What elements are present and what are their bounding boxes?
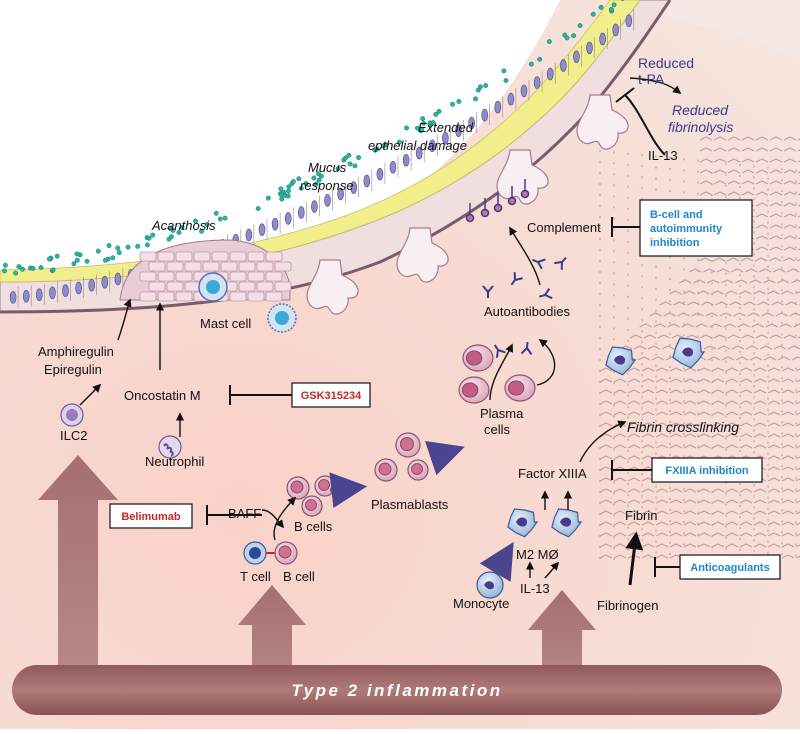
fibrin-arrow [625, 531, 644, 586]
label-tpa-2: t-PA [638, 71, 665, 87]
lumen-area [0, 0, 800, 278]
basement-membrane [0, 0, 672, 314]
bacteria [2, 0, 625, 276]
label-b-cells: B cells [294, 519, 333, 534]
label-il13-top: IL-13 [648, 148, 678, 163]
mast-cell-top [198, 272, 228, 302]
type2-banner [12, 665, 782, 715]
label-ilc2: ILC2 [60, 428, 87, 443]
differentiation-arrows [329, 441, 514, 582]
drug-anticoagulants: Anticoagulants [690, 562, 769, 574]
label-factor-xiiia: Factor XIIIA [518, 466, 587, 481]
label-fibrinolysis-1: Reduced [672, 102, 729, 118]
label-m2: M2 MØ [516, 547, 559, 562]
label-oncostatin: Oncostatin M [124, 388, 201, 403]
drug-box-anticoagulants: Anticoagulants [679, 554, 781, 580]
label-monocyte: Monocyte [453, 596, 509, 611]
pathway-arrows [79, 77, 682, 579]
label-neutrophil: Neutrophil [145, 454, 204, 469]
mast-cell [267, 303, 297, 333]
label-fibrinolysis-2: fibrinolysis [668, 119, 733, 135]
drug-belimumab: Belimumab [121, 511, 181, 523]
label-mucus-1: Mucus [308, 160, 347, 175]
label-baff: BAFF [228, 506, 261, 521]
label-fibrin-crosslinking: Fibrin crosslinking [627, 419, 739, 435]
glands [306, 94, 629, 315]
label-t-cell: T cell [240, 569, 271, 584]
inhibition-lines [206, 87, 680, 577]
label-plasma-1: Plasma [480, 406, 524, 421]
drug-bcell-1: B-cell and [650, 209, 703, 221]
label-mucus-2: response [300, 178, 353, 193]
label-tpa-1: Reduced [638, 55, 694, 71]
label-acanthosis: Acanthosis [151, 218, 216, 233]
label-mast-cell: Mast cell [200, 316, 251, 331]
label-epi-1: Extended [418, 120, 474, 135]
mucus-layer [0, 0, 641, 283]
drug-fxiiia: FXIIIA inhibition [665, 465, 749, 477]
big-arrow-left [38, 455, 118, 700]
label-fibrin: Fibrin [625, 508, 658, 523]
drug-box-fxiiia: FXIIIA inhibition [651, 457, 763, 483]
label-b-cell: B cell [283, 569, 315, 584]
autoantibodies-group [482, 256, 567, 358]
label-plasmablasts: Plasmablasts [371, 497, 449, 512]
label-complement: Complement [527, 220, 601, 235]
drug-gsk: GSK315234 [301, 390, 362, 402]
drug-box-gsk: GSK315234 [291, 382, 371, 408]
macrophages [507, 337, 706, 538]
drug-box-bcell-inhibition: B-cell and autoimmunity inhibition [639, 199, 753, 257]
label-epi-2: epthelial damage [368, 138, 467, 153]
drug-bcell-3: inhibition [650, 237, 700, 249]
label-il13-bottom: IL-13 [520, 581, 550, 596]
label-fibrinogen: Fibrinogen [597, 598, 658, 613]
label-autoantibodies: Autoantibodies [484, 304, 571, 319]
complement-receptors [465, 179, 530, 223]
banner-label: Type 2 inflammation [291, 681, 502, 700]
label-plasma-2: cells [484, 422, 511, 437]
label-epiregulin: Epiregulin [44, 362, 102, 377]
immune-cells [60, 344, 536, 599]
drug-box-belimumab: Belimumab [109, 503, 193, 529]
drug-bcell-2: autoimmunity [650, 223, 723, 235]
label-amphiregulin: Amphiregulin [38, 344, 114, 359]
